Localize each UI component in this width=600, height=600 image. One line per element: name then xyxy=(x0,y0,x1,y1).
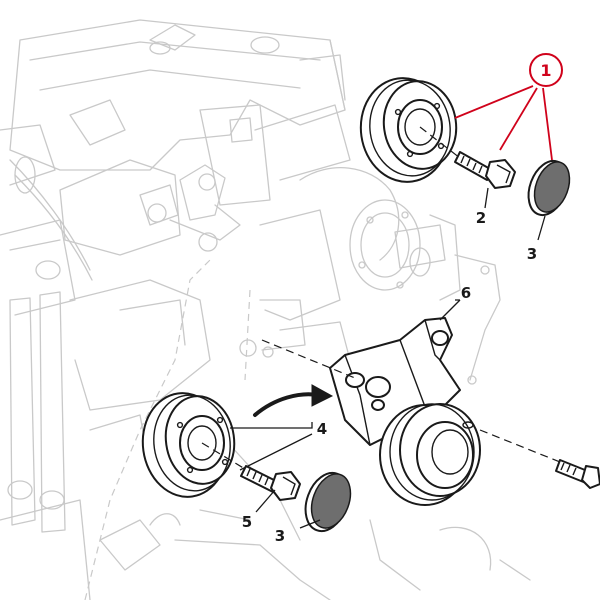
right-bolt xyxy=(479,429,600,489)
callout-2-label: 2 xyxy=(476,209,486,227)
bracket-pulley xyxy=(379,403,481,506)
callout-3-top-label: 3 xyxy=(527,245,537,263)
lower-cap xyxy=(304,471,352,533)
top-bolt xyxy=(454,151,516,189)
top-pulley xyxy=(359,77,461,183)
lower-bolt xyxy=(240,465,301,501)
callout-4-label: 4 xyxy=(317,420,327,438)
callout-5-label: 5 xyxy=(242,513,252,531)
lower-pulley xyxy=(141,392,251,498)
callout-3-bottom-label: 3 xyxy=(275,527,285,545)
leader-lines xyxy=(230,85,553,529)
top-cap xyxy=(527,159,571,217)
callout-1-label: 1 xyxy=(540,61,551,80)
alignment-line xyxy=(261,339,356,379)
callout-1: 1 xyxy=(529,53,563,87)
callout-6-label: 6 xyxy=(461,284,471,302)
relocation-arrow xyxy=(253,384,334,417)
